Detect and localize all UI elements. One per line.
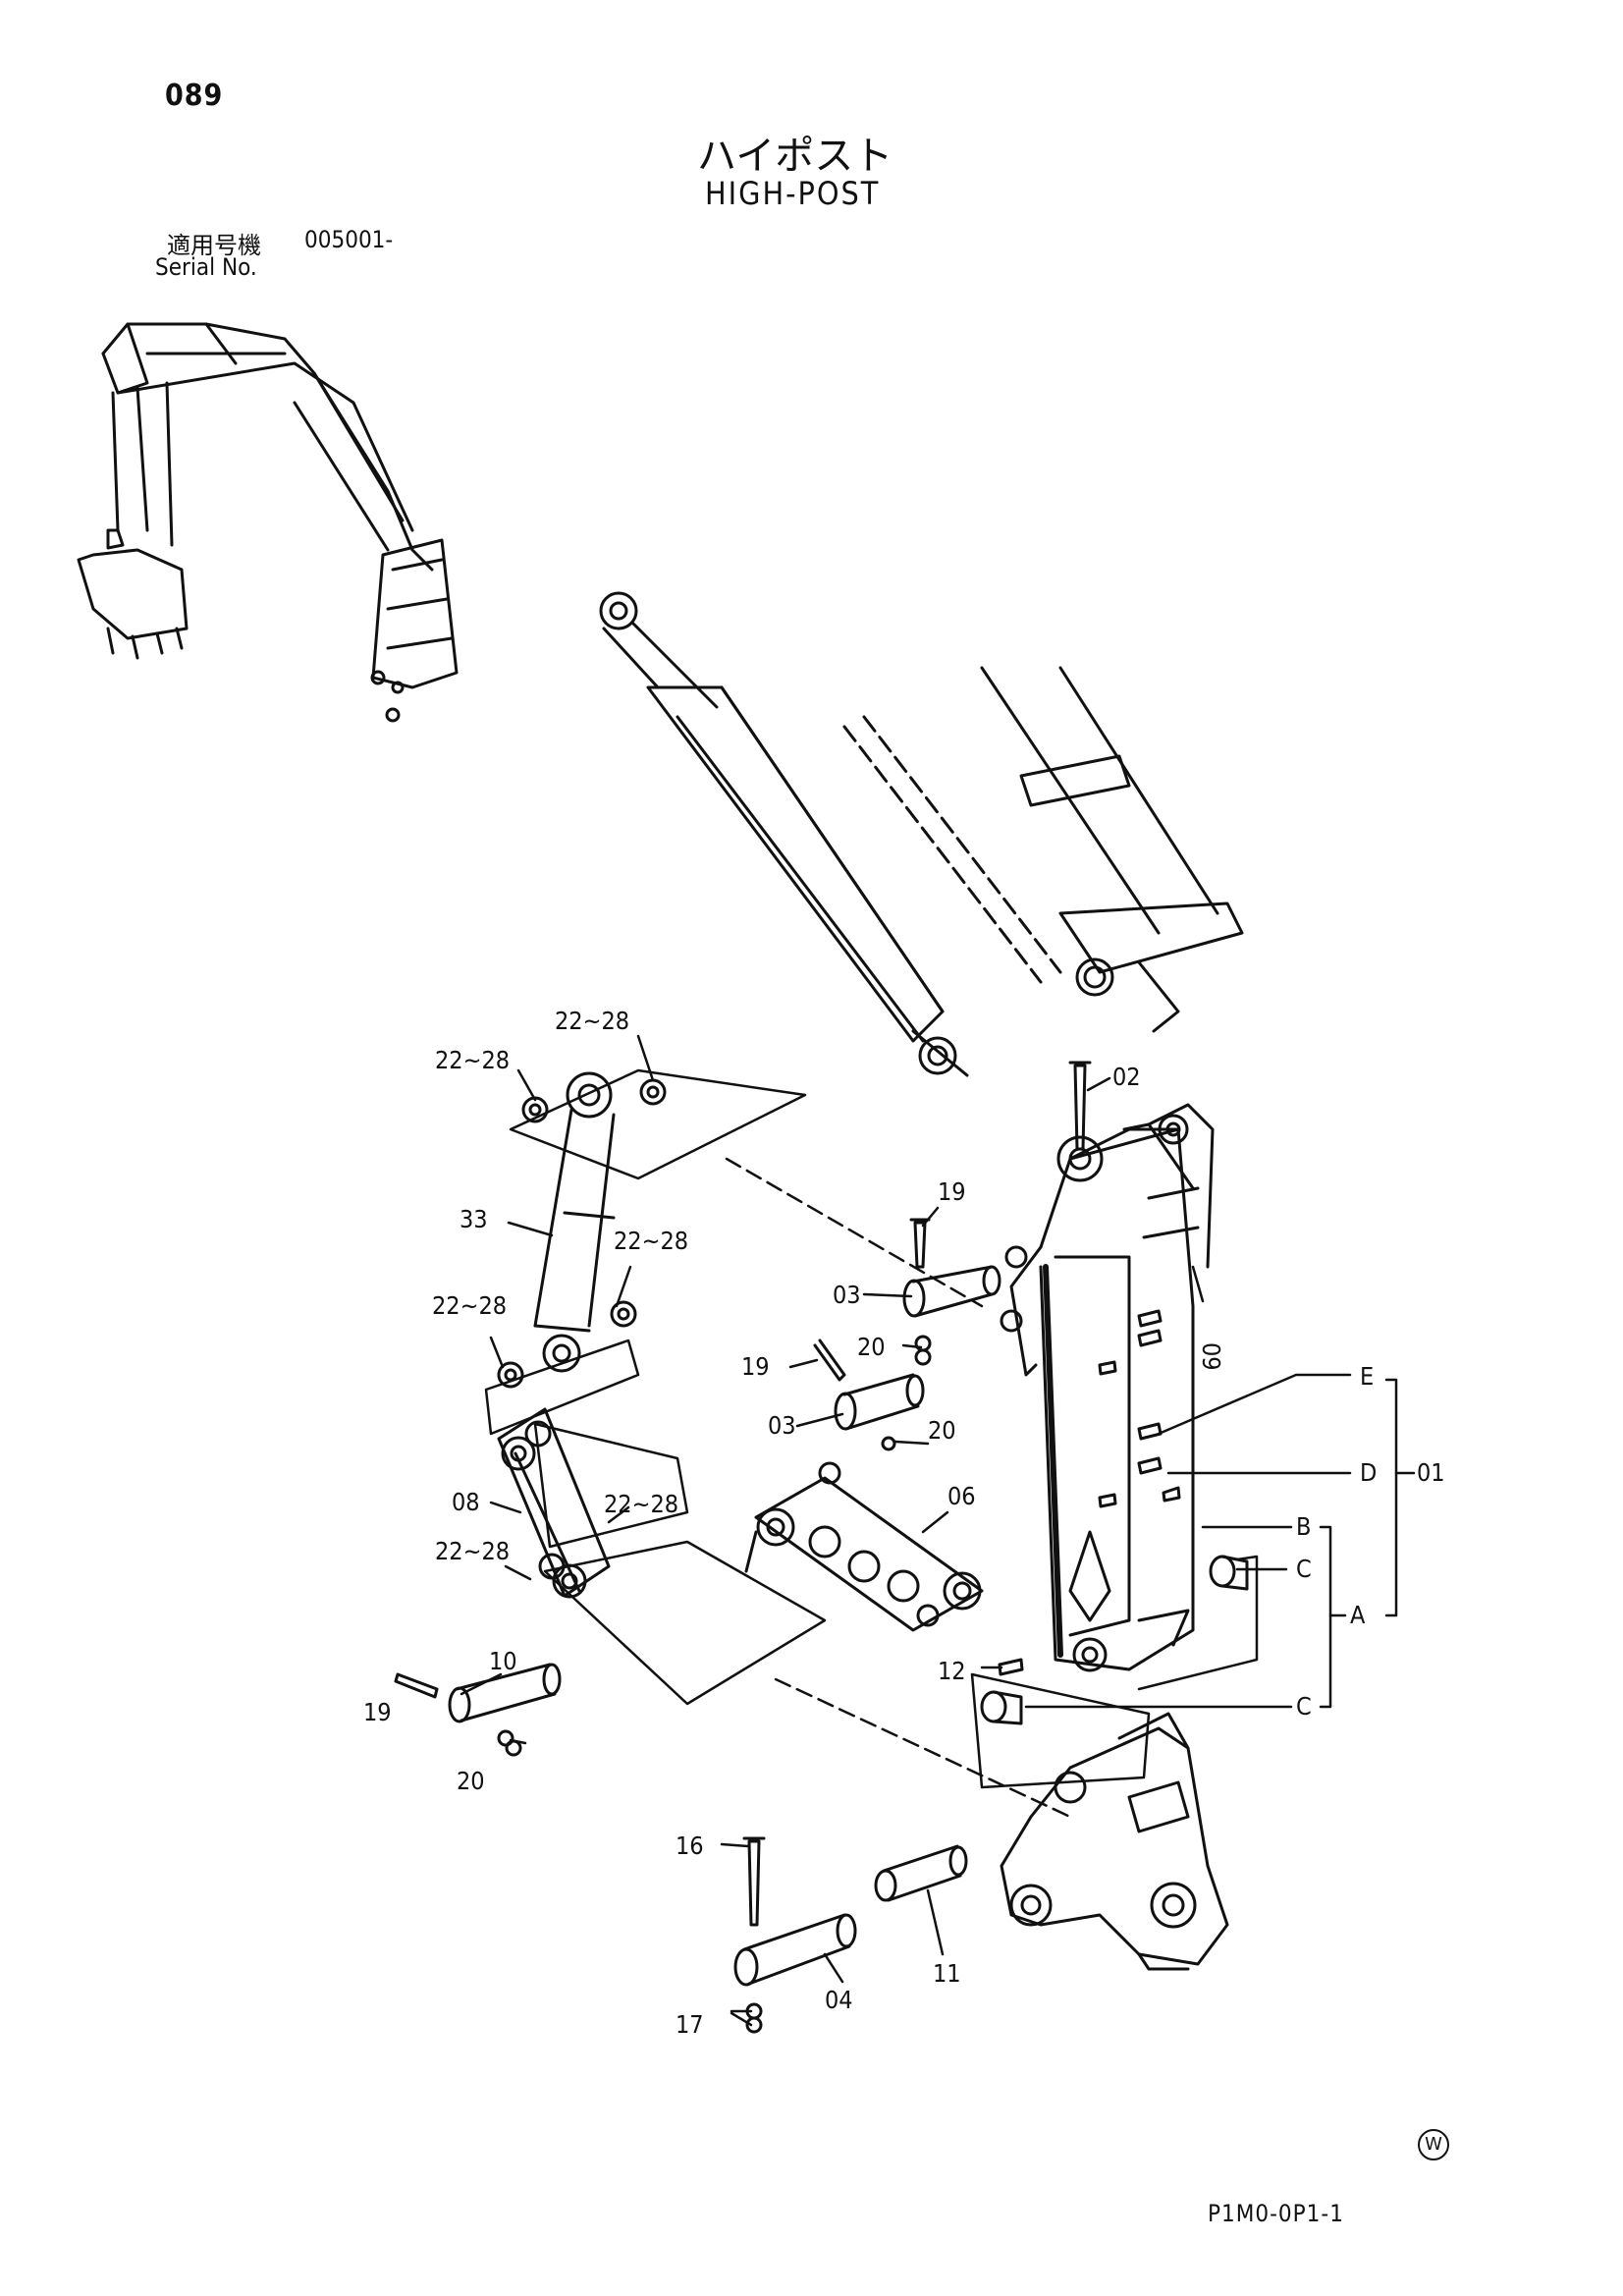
callout-A: A: [1350, 1601, 1366, 1629]
callout-03: 03: [768, 1411, 796, 1440]
callout-22-28: 22~28: [432, 1291, 507, 1320]
serial-label-japanese: 適用号機: [167, 232, 261, 259]
callout-22-28: 22~28: [435, 1537, 510, 1565]
callout-C: C: [1296, 1555, 1312, 1583]
callout-20: 20: [457, 1767, 485, 1795]
excavator-thumbnail: [77, 322, 459, 723]
serial-value: 005001-: [304, 226, 394, 253]
swing-bracket: [1000, 1712, 1229, 1971]
leader-lines: [460, 1034, 1416, 2027]
callout-22-28: 22~28: [614, 1227, 688, 1255]
callout-08: 08: [452, 1488, 480, 1516]
w-mark-icon: W: [1418, 2129, 1449, 2160]
callout-10: 10: [489, 1647, 517, 1675]
callout-17: 17: [676, 2010, 704, 2039]
callout-01: 01: [1417, 1458, 1445, 1487]
callout-12: 12: [938, 1657, 966, 1685]
callout-03: 03: [833, 1281, 861, 1309]
serial-label-english: Serial No.: [155, 253, 257, 281]
callout-11: 11: [933, 1959, 961, 1988]
callout-B: B: [1296, 1512, 1311, 1541]
drawing-code: P1M0-0P1-1: [1208, 2200, 1344, 2227]
callout-22-28: 22~28: [555, 1007, 629, 1035]
callout-labels: 22~28 22~28 33 22~28 22~28 02 19 03 20 1…: [363, 1007, 1445, 2039]
high-post-body: [1000, 1103, 1215, 1672]
callout-20: 20: [928, 1416, 956, 1445]
callout-22-28: 22~28: [435, 1046, 510, 1074]
title-japanese: ハイポスト: [697, 134, 893, 179]
title-english: HIGH-POST: [705, 175, 881, 212]
callout-09: 09: [1197, 1342, 1225, 1371]
pins-and-bolts: [394, 1061, 1092, 2034]
link-06: [744, 1461, 984, 1632]
cylinder-33: [497, 1071, 667, 1389]
boom-ghost: [842, 666, 1244, 1033]
callout-D: D: [1360, 1458, 1377, 1487]
callout-19: 19: [938, 1177, 966, 1206]
callout-E: E: [1360, 1362, 1374, 1391]
callout-19: 19: [363, 1698, 392, 1726]
page-number: 089: [165, 79, 224, 113]
boom-cylinder: [599, 591, 969, 1077]
callout-06: 06: [947, 1482, 976, 1510]
construction-planes: [484, 1068, 1151, 1819]
callout-33: 33: [460, 1205, 488, 1233]
callout-04: 04: [825, 1986, 853, 2014]
callout-19: 19: [741, 1352, 770, 1381]
callout-20: 20: [857, 1333, 886, 1361]
callout-C: C: [1296, 1692, 1312, 1721]
bushings: [980, 1555, 1249, 1725]
callout-02: 02: [1112, 1063, 1141, 1091]
callout-16: 16: [676, 1831, 704, 1860]
callout-22-28: 22~28: [604, 1490, 678, 1518]
link-08: [497, 1407, 611, 1599]
